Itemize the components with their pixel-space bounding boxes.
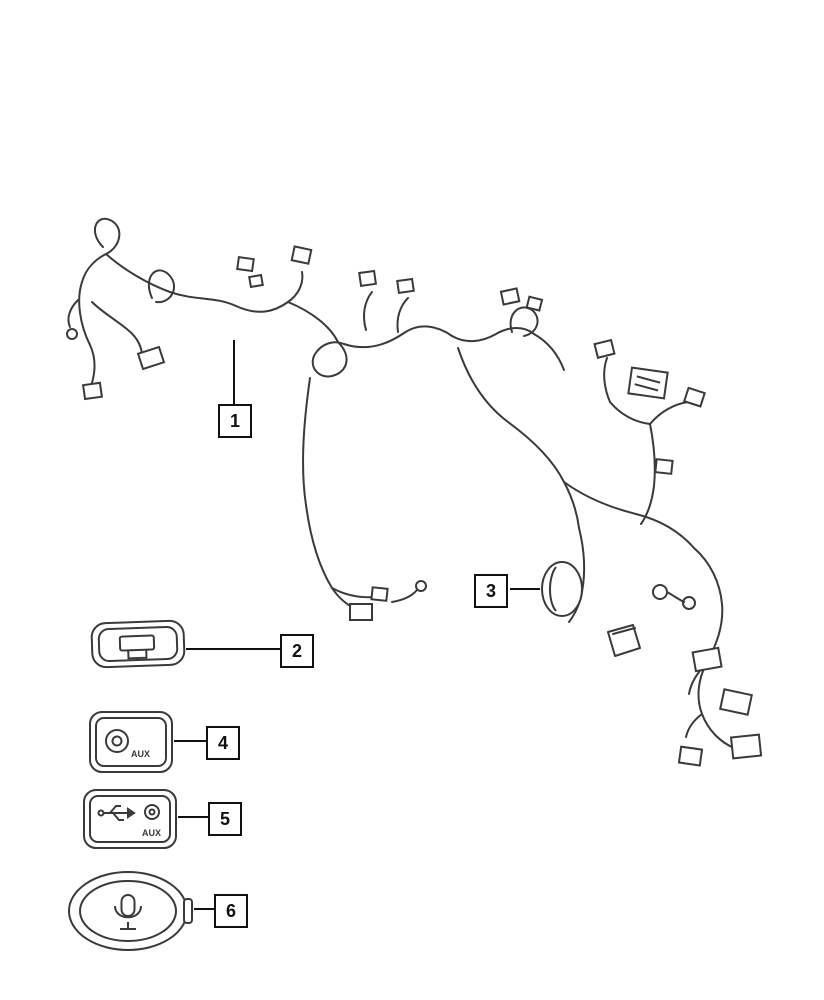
aux-port-label: AUX: [131, 749, 150, 759]
callout-6[interactable]: 6: [214, 894, 248, 928]
leader-line-3: [510, 588, 540, 590]
grommet-part: [541, 561, 583, 617]
aux-jack-icon-small: [144, 804, 160, 820]
leader-line-4: [174, 740, 206, 742]
leader-line-6: [194, 908, 214, 910]
callout-2-label: 2: [291, 640, 302, 661]
callout-2[interactable]: 2: [280, 634, 314, 668]
leader-line-1: [233, 340, 235, 404]
usb-icon: [97, 805, 136, 821]
wiring-connectors: [81, 245, 763, 767]
part-microphone-button: [68, 871, 193, 951]
callout-5-label: 5: [219, 808, 230, 829]
callout-5[interactable]: 5: [208, 802, 242, 836]
callout-4[interactable]: 4: [206, 726, 240, 760]
aux-jack-icon: [105, 729, 129, 753]
leader-line-5: [178, 816, 208, 818]
callout-3-label: 3: [485, 580, 496, 601]
media-hub-label: AUX: [142, 828, 161, 838]
microphone-icon: [114, 894, 142, 930]
callout-3[interactable]: 3: [474, 574, 508, 608]
part-aux-port: AUX: [89, 711, 173, 773]
wiring-harness-lines: [66, 217, 735, 749]
part-media-hub: AUX: [83, 789, 177, 849]
callout-1[interactable]: 1: [218, 404, 252, 438]
callout-6-label: 6: [225, 900, 236, 921]
leader-line-2: [186, 648, 280, 650]
callout-4-label: 4: [217, 732, 228, 753]
callout-1-label: 1: [229, 410, 240, 431]
part-bezel: [90, 619, 186, 669]
